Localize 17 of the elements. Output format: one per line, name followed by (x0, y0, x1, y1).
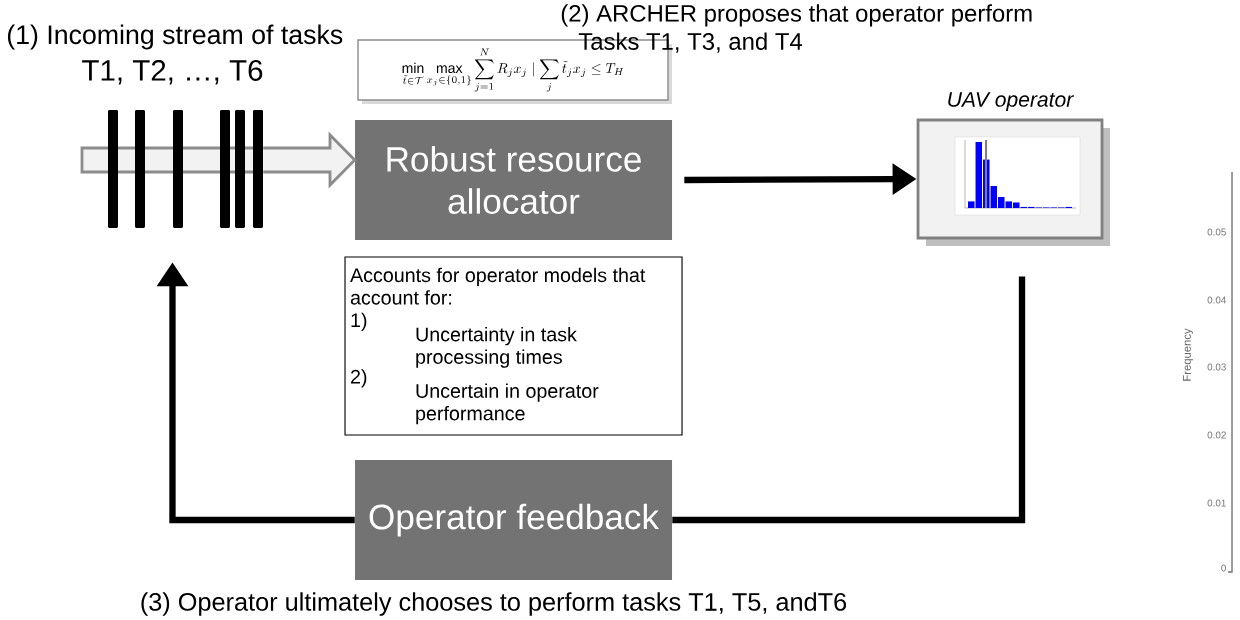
tick-label: 0.03 (1207, 363, 1226, 371)
caption: (2) ARCHER proposes that operator perform Tasks T1, T3, and T4 (561, 4, 1032, 53)
node-label: (3) Operator ultimately chooses to perform tasks T1, T5, andT6 (141, 592, 847, 616)
tick-label: 0 (1221, 564, 1226, 572)
process-box: Operator feedback (355, 460, 673, 580)
text-box: Accounts for operator models that account for: 1) Uncertainty in task processing times 2) Uncertain in operator performance (344, 256, 683, 436)
axis-label: Frequency (1183, 328, 1194, 381)
node-label: T1, T2, …, T6 (82, 60, 263, 85)
process-box: Robust resource allocator (355, 120, 673, 240)
node-label: (1) Incoming stream of tasks (7, 24, 343, 50)
task-stream-drawing: T1, T2, …, T6 (80, 60, 263, 228)
tick-label: 0.02 (1207, 431, 1226, 439)
tick-label: 0.01 (1207, 499, 1226, 507)
tick-label: 0.04 (1207, 296, 1227, 304)
block-arrow (261, 131, 357, 189)
node-heading: UAV operator (948, 92, 1074, 111)
tick-label: 0.05 (1207, 228, 1226, 236)
